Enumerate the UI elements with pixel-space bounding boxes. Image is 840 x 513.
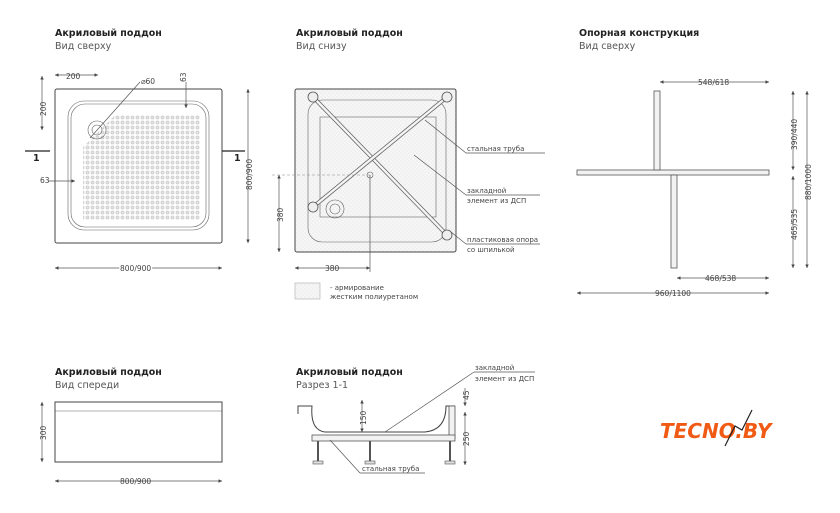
dim-drain-diameter: ⌀60 bbox=[141, 77, 155, 86]
dim-depth: 150 bbox=[359, 410, 368, 425]
logo-text: TECNO.BY bbox=[660, 419, 774, 443]
steel-pipe bbox=[311, 434, 456, 442]
section-view-subtitle: Разрез 1-1 bbox=[296, 380, 348, 391]
frame-bar-horizontal bbox=[576, 169, 770, 176]
dim-drain-y: 200 bbox=[39, 101, 48, 116]
bottom-view-subtitle: Вид снизу bbox=[296, 41, 347, 52]
drain-icon bbox=[87, 120, 107, 140]
frame-view-panel: Опорная конструкция Вид сверху 548/618 3… bbox=[576, 28, 813, 298]
label-insert-1: закладной bbox=[467, 187, 506, 195]
drain-icon bbox=[325, 199, 345, 219]
anti-slip-texture bbox=[83, 115, 200, 220]
dim-section-height: 250 bbox=[462, 431, 471, 446]
tray-profile bbox=[297, 405, 455, 433]
dim-rim: 45 bbox=[462, 390, 471, 400]
front-view-panel: Акриловый поддон Вид спереди 300 800/900 bbox=[39, 367, 223, 486]
label-support-2: со шпилькой bbox=[467, 246, 515, 254]
support-legs bbox=[317, 441, 451, 462]
tecno-logo: TECNO.BY bbox=[660, 409, 774, 447]
bottom-view-panel: Акриловый поддон Вид снизу стальная труб… bbox=[272, 28, 545, 301]
label-insert-2: элемент из ДСП bbox=[467, 197, 526, 205]
support-feet-icon bbox=[307, 91, 453, 241]
dim-rim-left: 63 bbox=[40, 176, 50, 185]
front-view-title: Акриловый поддон bbox=[55, 367, 162, 378]
dim-frame-lower: 465/535 bbox=[790, 209, 799, 240]
frame-view-title: Опорная конструкция bbox=[579, 28, 699, 39]
tray-front bbox=[54, 401, 223, 463]
dim-height: 800/900 bbox=[245, 159, 254, 190]
dim-frame-top: 548/618 bbox=[698, 78, 729, 87]
dim-frame-bottom: 468/538 bbox=[705, 274, 736, 283]
legend-swatch bbox=[294, 282, 321, 300]
dim-frame-total-h: 880/1000 bbox=[804, 164, 813, 200]
label-support-1: пластиковая опора bbox=[467, 236, 538, 244]
frame-bar-lower bbox=[670, 174, 678, 269]
top-view-panel: Акриловый поддон Вид сверху 200 200 ⌀60 … bbox=[25, 28, 254, 275]
tray-bottom bbox=[294, 88, 457, 253]
dim-drain-x: 200 bbox=[66, 72, 81, 81]
legend-line-2: жестким полиуретаном bbox=[330, 293, 418, 301]
section-view-title: Акриловый поддон bbox=[296, 367, 403, 378]
section-mark-left: 1 bbox=[33, 153, 40, 164]
tray-basin bbox=[67, 100, 210, 231]
dim-rim-top: 63 bbox=[179, 72, 188, 82]
dim-width: 800/900 bbox=[120, 264, 151, 273]
dim-bottom-y: 380 bbox=[276, 207, 285, 222]
front-view-subtitle: Вид спереди bbox=[55, 380, 119, 391]
frame-bar-upper bbox=[653, 90, 661, 171]
lightning-icon bbox=[724, 409, 753, 447]
dim-frame-total-w: 960/1100 bbox=[655, 289, 691, 298]
bottom-view-title: Акриловый поддон bbox=[296, 28, 403, 39]
top-view-title: Акриловый поддон bbox=[55, 28, 162, 39]
label-steel-pipe: стальная труба bbox=[467, 145, 524, 153]
label-section-insert-1: закладной bbox=[475, 364, 514, 372]
dim-bottom-x: 380 bbox=[325, 264, 340, 273]
chipboard-insert bbox=[319, 116, 437, 218]
top-view-subtitle: Вид сверху bbox=[55, 41, 112, 52]
label-section-insert-2: элемент из ДСП bbox=[475, 375, 534, 383]
dim-frame-upper: 390/440 bbox=[790, 119, 799, 150]
dim-front-height: 300 bbox=[39, 425, 48, 440]
frame-view-subtitle: Вид сверху bbox=[579, 41, 636, 52]
dim-front-width: 800/900 bbox=[120, 477, 151, 486]
legend-line-1: - армирование bbox=[330, 284, 384, 292]
section-mark-right: 1 bbox=[234, 153, 241, 164]
section-view-panel: Акриловый поддон Разрез 1-1 150 45 250 з… bbox=[296, 364, 535, 474]
label-section-steel-pipe: стальная труба bbox=[362, 465, 419, 473]
